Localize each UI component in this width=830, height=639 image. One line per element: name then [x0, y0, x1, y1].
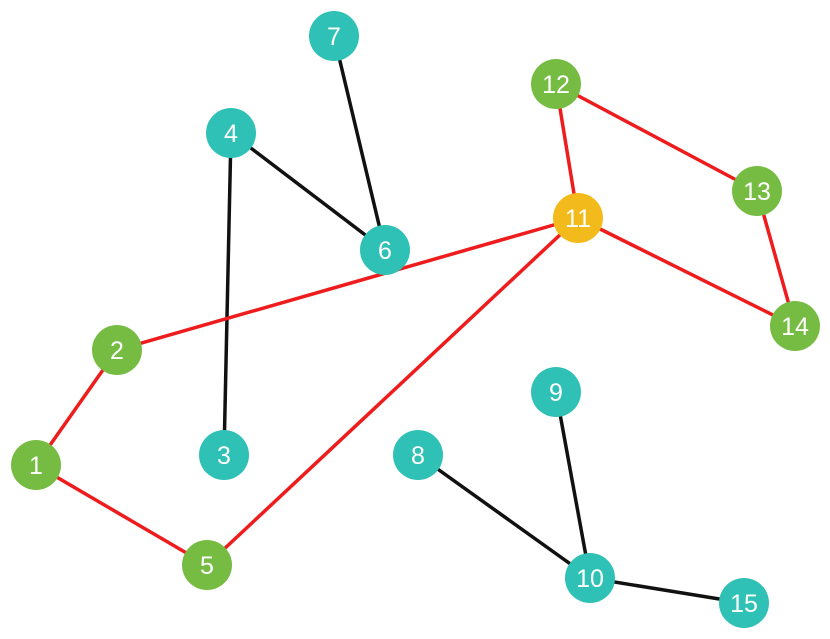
- node-circle-1: [11, 440, 61, 490]
- node-circle-13: [732, 166, 782, 216]
- node-circle-2: [92, 325, 142, 375]
- node-circle-8: [393, 430, 443, 480]
- node-label-9: 9: [549, 379, 563, 407]
- edge-8-10: [416, 453, 592, 580]
- node-14: 14: [770, 301, 820, 351]
- node-5: 5: [182, 540, 232, 590]
- node-label-14: 14: [781, 313, 809, 341]
- node-15: 15: [719, 578, 769, 628]
- node-4: 4: [206, 108, 256, 158]
- node-circle-15: [719, 578, 769, 628]
- node-label-7: 7: [327, 23, 341, 51]
- node-11: 11: [553, 193, 603, 243]
- edge-4-3: [222, 132, 233, 456]
- node-circle-11: [553, 193, 603, 243]
- node-7: 7: [309, 11, 359, 61]
- node-circle-4: [206, 108, 256, 158]
- node-label-10: 10: [576, 565, 604, 593]
- node-label-13: 13: [743, 178, 771, 206]
- edge-9-10: [554, 391, 592, 579]
- node-circle-5: [182, 540, 232, 590]
- node-3: 3: [199, 430, 249, 480]
- node-6: 6: [360, 225, 410, 275]
- node-circle-9: [531, 367, 581, 417]
- node-label-8: 8: [411, 442, 425, 470]
- edge-2-11: [116, 216, 579, 352]
- node-label-15: 15: [730, 590, 758, 618]
- node-label-12: 12: [542, 71, 570, 99]
- node-circle-7: [309, 11, 359, 61]
- node-label-11: 11: [565, 205, 591, 233]
- node-circle-14: [770, 301, 820, 351]
- edge-7-6: [332, 35, 387, 251]
- edge-12-13: [555, 82, 758, 193]
- node-label-5: 5: [200, 552, 214, 580]
- node-8: 8: [393, 430, 443, 480]
- node-circle-3: [199, 430, 249, 480]
- edge-11-14: [577, 216, 796, 328]
- node-label-2: 2: [110, 337, 124, 365]
- node-label-3: 3: [217, 442, 231, 470]
- node-9: 9: [531, 367, 581, 417]
- edge-4-6: [229, 131, 387, 252]
- node-label-4: 4: [224, 120, 238, 148]
- node-1: 1: [11, 440, 61, 490]
- edges-layer: [34, 35, 797, 605]
- node-12: 12: [531, 59, 581, 109]
- node-circle-10: [565, 553, 615, 603]
- node-13: 13: [732, 166, 782, 216]
- node-2: 2: [92, 325, 142, 375]
- edge-1-5: [35, 463, 208, 567]
- edge-5-11: [205, 216, 580, 567]
- node-10: 10: [565, 553, 615, 603]
- edge-10-15: [589, 576, 745, 605]
- node-circle-6: [360, 225, 410, 275]
- node-label-6: 6: [378, 237, 392, 265]
- node-circle-12: [531, 59, 581, 109]
- node-label-1: 1: [29, 452, 43, 480]
